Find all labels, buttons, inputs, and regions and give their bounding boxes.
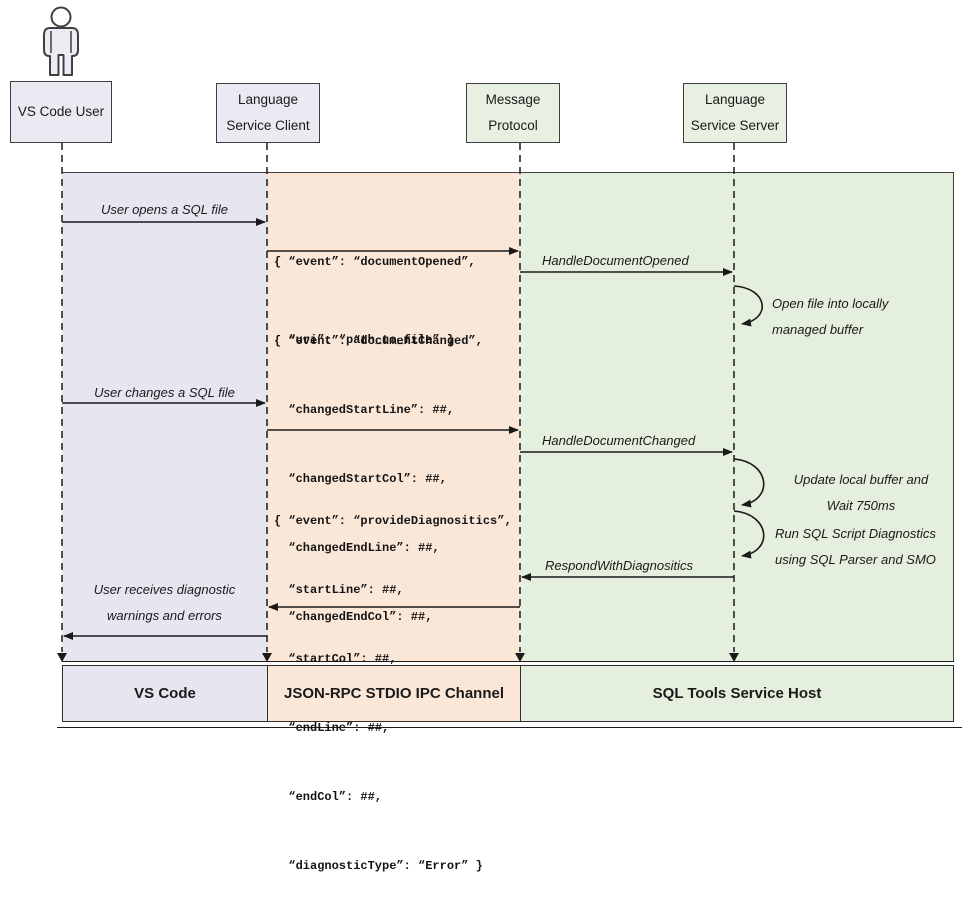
message-label-user-changes-file: User changes a SQL file xyxy=(94,385,235,400)
actor-label-line: Service Server xyxy=(690,118,780,133)
lane-ipc-channel xyxy=(267,173,520,662)
payload-document-opened: { “event”: “documentOpened”, “uri”: “pat… xyxy=(274,255,476,347)
actor-box-language-service-server: Language Service Server xyxy=(683,83,787,143)
action-label-update-local-buffer: Update local buffer and Wait 750ms xyxy=(793,472,929,513)
action-label-open-file-into-buffer: Open file into locally managed buffer xyxy=(772,296,889,337)
footer-box-service-host: SQL Tools Service Host xyxy=(520,665,954,722)
message-label-user-opens-file: User opens a SQL file xyxy=(101,202,228,217)
message-label-handle-document-changed: HandleDocumentChanged xyxy=(542,433,696,448)
lane-bottom-border xyxy=(62,661,954,662)
actor-box-vscode-user: VS Code User xyxy=(10,81,112,143)
actor-box-language-service-client: Language Service Client xyxy=(216,83,320,143)
actor-box-message-protocol: Message Protocol xyxy=(466,83,560,143)
actor-label-line: Message xyxy=(485,92,541,107)
message-label-handle-document-opened: HandleDocumentOpened xyxy=(542,253,689,268)
message-label-user-receives-diagnostics: User receives diagnostic warnings and er… xyxy=(93,582,236,623)
lane-top-border xyxy=(62,172,954,173)
user-actor-icon xyxy=(43,6,79,76)
lane-vscode xyxy=(62,173,267,662)
action-label-run-diagnostics: Run SQL Script Diagnostics using SQL Par… xyxy=(775,526,936,567)
sequence-diagram: VS Code User Language Service Client Mes… xyxy=(10,6,962,873)
footer-box-ipc-channel: JSON-RPC STDIO IPC Channel xyxy=(267,665,521,722)
message-label-respond-with-diagnostics: RespondWithDiagnositics xyxy=(545,558,694,573)
actor-label-line: Service Client xyxy=(226,118,310,133)
diagram-bottom-border xyxy=(57,727,962,728)
actor-label-line: Protocol xyxy=(488,118,538,133)
actor-label: VS Code User xyxy=(17,104,105,119)
footer-box-vscode: VS Code xyxy=(62,665,268,722)
actor-label-line: Language xyxy=(704,92,766,107)
actor-label-line: Language xyxy=(237,92,299,107)
lane-service-host xyxy=(520,173,954,662)
